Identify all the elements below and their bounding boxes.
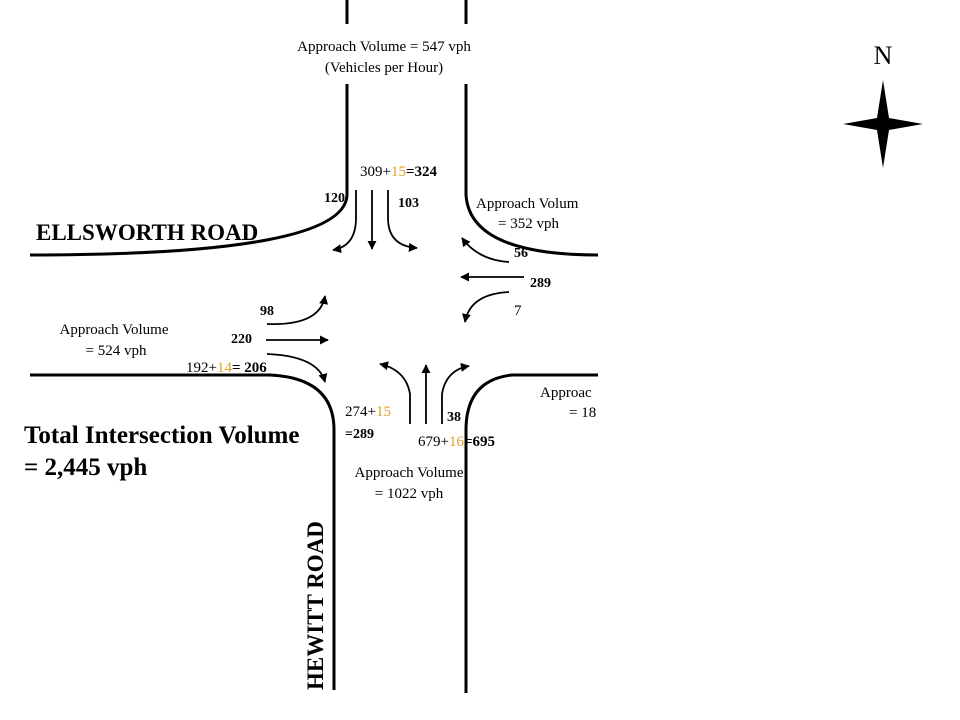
- hewitt-road-label: HEWITT ROAD: [303, 521, 328, 690]
- south-left-volume: 274+15: [345, 404, 391, 420]
- south-road-west-curb: [30, 373, 336, 690]
- movement-arrows: [266, 190, 524, 424]
- south-through-base: 679+: [418, 434, 449, 450]
- west-right-base: 192+: [186, 360, 217, 376]
- south-left-turn-arrow: [379, 361, 411, 424]
- south-approach-volume: Approach Volume: [354, 465, 463, 481]
- ellsworth-road-label: ELLSWORTH ROAD: [36, 220, 258, 245]
- compass-north-label: N: [874, 41, 893, 70]
- west-approach-volume: Approach Volume: [59, 322, 168, 338]
- east-left-volume: 7: [514, 303, 522, 319]
- east-left-turn-arrow: [461, 291, 510, 323]
- west-through-volume: 220: [231, 332, 252, 347]
- south-left-total: =289: [345, 427, 374, 442]
- north-through-base: 309+: [360, 164, 391, 180]
- north-road-east-curb: [464, 84, 599, 257]
- southeast-approach-volume: Approac: [540, 385, 592, 401]
- east-approach-volume: Approach Volum: [476, 196, 579, 212]
- total-volume-line2: = 2,445 vph: [24, 454, 147, 481]
- north-left-turn-arrow: [332, 190, 357, 254]
- south-approach-unit: = 1022 vph: [375, 486, 444, 502]
- east-through-volume: 289: [530, 276, 551, 291]
- west-right-added: 14: [217, 360, 233, 376]
- west-right-volume: 192+14= 206: [186, 360, 267, 376]
- west-left-turn-arrow: [266, 295, 329, 325]
- north-left-volume: 120: [324, 191, 345, 206]
- south-left-added: 15: [376, 404, 391, 420]
- north-through-total: =324: [406, 164, 438, 180]
- south-road-east-curb: [464, 373, 598, 693]
- south-left-base: 274+: [345, 404, 376, 420]
- north-approach-unit: (Vehicles per Hour): [325, 60, 443, 76]
- west-left-volume: 98: [260, 304, 274, 319]
- west-right-total: = 206: [232, 360, 267, 376]
- east-right-turn-arrow: [461, 237, 510, 263]
- south-through-added: 16: [449, 434, 465, 450]
- south-through-total: =695: [464, 434, 495, 450]
- east-approach-unit: = 352 vph: [498, 216, 559, 232]
- north-approach-volume: Approach Volume = 547 vph: [297, 39, 471, 55]
- west-approach-unit: = 524 vph: [86, 343, 147, 359]
- southeast-approach-unit: = 18: [569, 405, 596, 421]
- east-right-volume: 56: [514, 246, 528, 261]
- north-right-turn-arrow: [387, 190, 418, 252]
- north-through-volume: 309+15=324: [360, 164, 438, 180]
- north-through-added: 15: [391, 164, 406, 180]
- south-through-volume: 679+16=695: [418, 434, 495, 450]
- total-volume-line1: Total Intersection Volume: [24, 422, 299, 449]
- west-right-turn-arrow: [266, 353, 328, 383]
- south-right-turn-arrow: [441, 362, 470, 424]
- south-right-volume: 38: [447, 410, 461, 425]
- north-right-volume: 103: [398, 196, 419, 211]
- road-edges: [29, 0, 599, 693]
- north-road-west-curb: [29, 84, 349, 257]
- compass-star-icon: [843, 80, 923, 168]
